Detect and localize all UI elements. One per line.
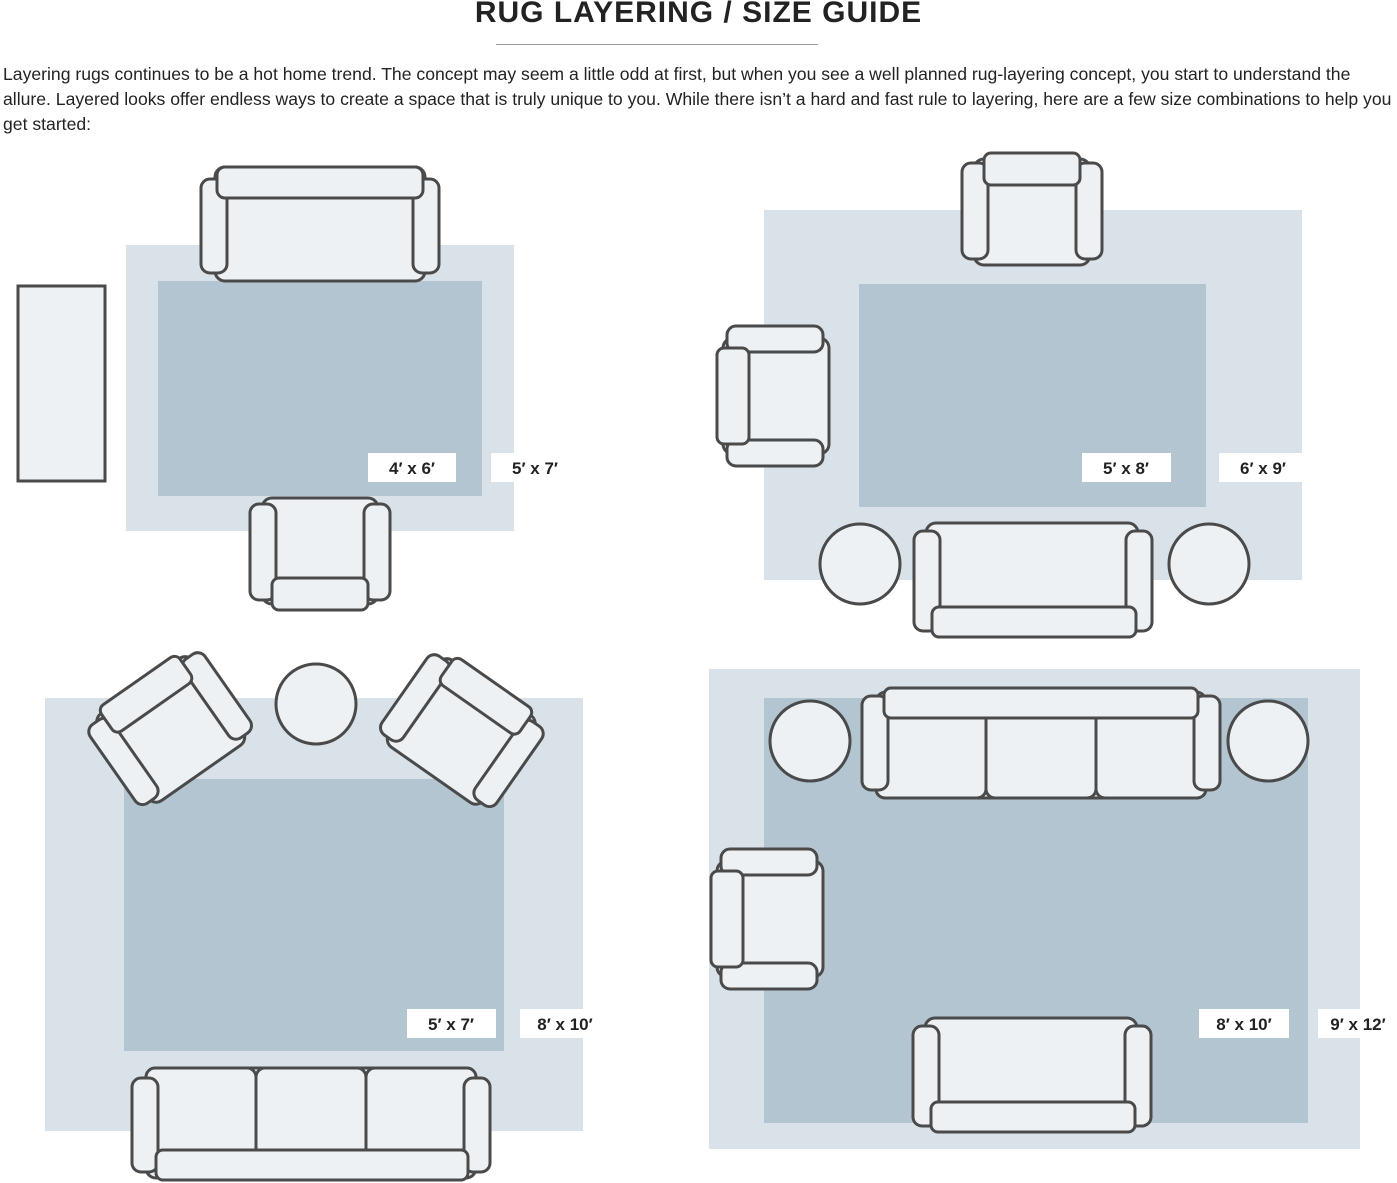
inner-size-label: 5′ x 8′ — [1082, 453, 1171, 482]
loveseat — [911, 1016, 1153, 1134]
side-table — [274, 662, 358, 746]
sofa — [199, 165, 441, 283]
sofa — [130, 1066, 492, 1182]
svg-text:6′ x 9′: 6′ x 9′ — [1240, 459, 1286, 478]
layout-4: 8′ x 10′ 9′ x 12′ — [709, 669, 1397, 1149]
intro-paragraph: Layering rugs continues to be a hot home… — [3, 64, 1392, 134]
page-title: RUG LAYERING / SIZE GUIDE — [474, 0, 923, 29]
sofa — [860, 686, 1222, 800]
svg-text:4′ x 6′: 4′ x 6′ — [389, 459, 435, 478]
svg-text:9′ x 12′: 9′ x 12′ — [1330, 1015, 1385, 1034]
svg-text:8′ x 10′: 8′ x 10′ — [537, 1015, 592, 1034]
inner-size-label: 4′ x 6′ — [368, 453, 456, 482]
console-table — [16, 284, 107, 483]
side-table — [768, 699, 852, 783]
inner-rug — [124, 779, 504, 1051]
inner-size-label: 5′ x 7′ — [407, 1009, 496, 1038]
svg-text:5′ x 7′: 5′ x 7′ — [428, 1015, 474, 1034]
inner-size-label: 8′ x 10′ — [1199, 1009, 1289, 1038]
loveseat — [912, 521, 1154, 639]
armchair — [248, 496, 392, 612]
outer-size-label: 8′ x 10′ — [520, 1009, 610, 1038]
side-table — [1167, 522, 1251, 606]
layout-3: 5′ x 7′ 8′ x 10′ — [45, 639, 610, 1182]
armchair-left — [715, 324, 831, 468]
outer-size-label: 5′ x 7′ — [491, 453, 579, 482]
armchair-top — [960, 151, 1104, 267]
armchair-left — [709, 847, 825, 991]
title-divider — [496, 44, 818, 45]
svg-text:8′ x 10′: 8′ x 10′ — [1216, 1015, 1271, 1034]
outer-size-label: 9′ x 12′ — [1318, 1009, 1397, 1038]
side-table — [1226, 699, 1310, 783]
svg-text:5′ x 7′: 5′ x 7′ — [512, 459, 558, 478]
layout-1: 4′ x 6′ 5′ x 7′ — [16, 165, 579, 612]
outer-size-label: 6′ x 9′ — [1219, 453, 1307, 482]
side-table — [818, 522, 902, 606]
svg-text:5′ x 8′: 5′ x 8′ — [1103, 459, 1149, 478]
layout-2: 5′ x 8′ 6′ x 9′ — [715, 151, 1307, 639]
